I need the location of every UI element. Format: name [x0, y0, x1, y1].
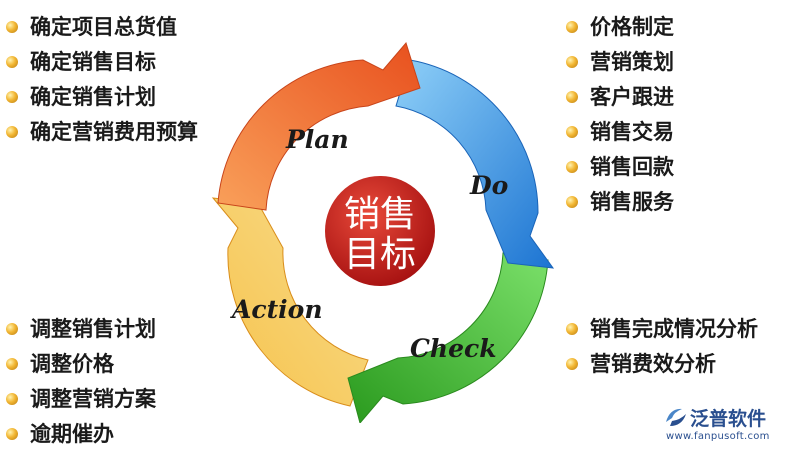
- bullet-icon: [566, 56, 578, 68]
- list-item-label: 确定项目总货值: [30, 15, 177, 39]
- bullet-icon: [566, 91, 578, 103]
- list-item-label: 营销策划: [590, 50, 674, 74]
- do-arrow: [395, 59, 555, 269]
- list-item-label: 客户跟进: [590, 85, 674, 109]
- bullet-icon: [6, 56, 18, 68]
- bullet-icon: [6, 323, 18, 335]
- phase-label-plan: Plan: [285, 125, 349, 154]
- list-item: 销售交易: [560, 115, 674, 150]
- list-item-label: 价格制定: [590, 15, 674, 39]
- logo-url: www.fanpusoft.com: [666, 431, 770, 442]
- list-item-label: 确定销售目标: [30, 50, 156, 74]
- do-items-list: 价格制定 营销策划 客户跟进 销售交易 销售回款 销售服务: [560, 10, 674, 220]
- list-item-label: 调整价格: [30, 352, 114, 376]
- list-item: 确定营销费用预算: [0, 115, 198, 150]
- list-item: 确定销售目标: [0, 45, 198, 80]
- center-text-line2: 目标: [344, 234, 416, 275]
- list-item-label: 销售完成情况分析: [590, 317, 758, 341]
- plan-arrow: [217, 41, 421, 211]
- check-items-list: 销售完成情况分析 营销费效分析: [560, 312, 758, 382]
- pdca-cycle-diagram: Plan Do Check Action 销售 目标: [211, 41, 555, 423]
- bullet-icon: [566, 21, 578, 33]
- bullet-icon: [566, 358, 578, 370]
- list-item-label: 调整销售计划: [30, 317, 156, 341]
- logo-name: 泛普软件: [690, 408, 767, 430]
- list-item: 销售回款: [560, 150, 674, 185]
- check-arrow: [347, 252, 549, 423]
- plan-items-list: 确定项目总货值 确定销售目标 确定销售计划 确定营销费用预算: [0, 10, 198, 150]
- phase-label-check: Check: [410, 334, 497, 363]
- list-item: 营销费效分析: [560, 347, 758, 382]
- list-item: 客户跟进: [560, 80, 674, 115]
- bullet-icon: [6, 91, 18, 103]
- bullet-icon: [566, 126, 578, 138]
- action-items-list: 调整销售计划 调整价格 调整营销方案 逾期催办: [0, 312, 156, 452]
- bullet-icon: [6, 126, 18, 138]
- action-arrow: [211, 197, 369, 407]
- list-item: 逾期催办: [0, 417, 156, 452]
- phase-label-action: Action: [230, 295, 323, 324]
- list-item-label: 营销费效分析: [590, 352, 716, 376]
- list-item: 价格制定: [560, 10, 674, 45]
- bullet-icon: [566, 196, 578, 208]
- list-item-label: 销售交易: [590, 120, 674, 144]
- logo-mark-icon: [666, 408, 686, 426]
- bullet-icon: [6, 21, 18, 33]
- bullet-icon: [6, 428, 18, 440]
- list-item-label: 确定营销费用预算: [30, 120, 198, 144]
- list-item-label: 销售回款: [590, 155, 674, 179]
- bullet-icon: [6, 393, 18, 405]
- list-item: 销售完成情况分析: [560, 312, 758, 347]
- list-item-label: 销售服务: [590, 190, 674, 214]
- list-item: 调整销售计划: [0, 312, 156, 347]
- list-item: 确定销售计划: [0, 80, 198, 115]
- bullet-icon: [566, 161, 578, 173]
- bullet-icon: [6, 358, 18, 370]
- list-item: 确定项目总货值: [0, 10, 198, 45]
- list-item-label: 确定销售计划: [30, 85, 156, 109]
- bullet-icon: [566, 323, 578, 335]
- center-text-line1: 销售: [344, 194, 416, 235]
- list-item-label: 逾期催办: [30, 422, 114, 446]
- list-item: 销售服务: [560, 185, 674, 220]
- list-item-label: 调整营销方案: [30, 387, 156, 411]
- list-item: 营销策划: [560, 45, 674, 80]
- center-circle: [325, 176, 435, 286]
- phase-label-do: Do: [469, 171, 508, 200]
- list-item: 调整价格: [0, 347, 156, 382]
- fanpu-logo: 泛普软件 www.fanpusoft.com: [660, 404, 788, 448]
- list-item: 调整营销方案: [0, 382, 156, 417]
